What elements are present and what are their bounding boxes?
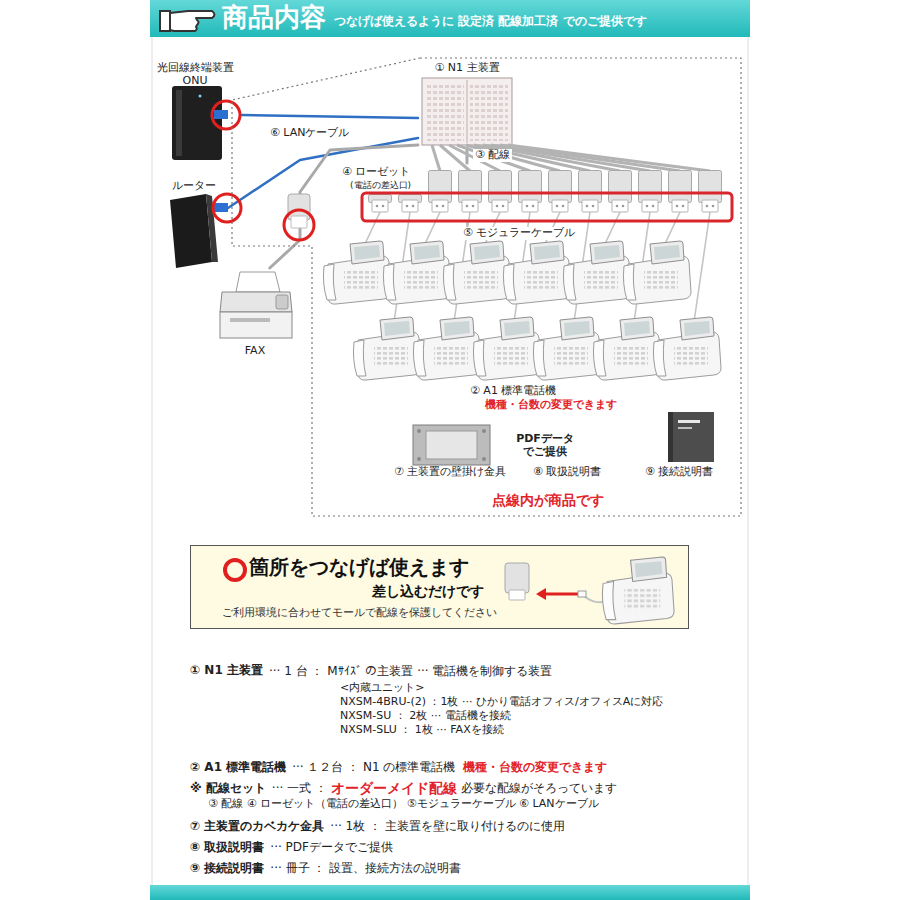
label-text: NXSM-SLU ： 1枚 ··· FAXを接続 bbox=[340, 724, 504, 737]
label-text: NXSM-SU ： 2枚 ··· 電話機を接続 bbox=[340, 710, 511, 723]
label-text: NXSM-4BRU-(2) ：1枚 ··· ひかり電話オフィス/オフィスAに対応 bbox=[340, 696, 663, 709]
box-text: ④ ローゼット bbox=[342, 166, 410, 179]
subtitle: つなげば使えるように 設定済 配線加工済 でのご提供です bbox=[334, 15, 647, 29]
box-text: ① N1 主装置 bbox=[418, 62, 516, 75]
dashed-border bbox=[232, 58, 741, 516]
box-text: 差し込むだけです bbox=[372, 583, 484, 599]
onu-device bbox=[172, 86, 240, 160]
box-text: (電話の差込口) bbox=[350, 180, 411, 190]
box-text: 点線内が商品です bbox=[492, 492, 604, 508]
label-text: ··· PDFデータでご提供 bbox=[270, 841, 393, 855]
manual-booklet bbox=[668, 412, 714, 462]
label-text: PDFデータ でご提供 bbox=[509, 433, 581, 458]
label-text: ⑦ 主装置の壁掛け金具 bbox=[394, 466, 506, 479]
label-text: ⑦ 主装置のカベカケ金具 bbox=[190, 820, 324, 834]
wall-bracket bbox=[413, 425, 490, 465]
phone-icon bbox=[578, 557, 674, 624]
circle-mark bbox=[225, 560, 245, 580]
label-text: ※ 配線セット bbox=[190, 782, 266, 796]
page-title: 商品内容 bbox=[222, 3, 326, 33]
product-scope-region: 点線内が商品です① N1 主装置④ ローゼット(電話の差込口)② A1 標準電話… bbox=[230, 56, 743, 518]
page-frame bbox=[150, 0, 750, 900]
box-text: FAX bbox=[214, 345, 296, 358]
header-bar bbox=[150, 0, 750, 37]
box-text: ご利用環境に合わせてモールで配線を保護してください bbox=[222, 607, 497, 620]
label-text: ··· 1 台 ： Mｻｲｽﾞ の主装置 ··· 電話機を制御する装置 bbox=[269, 665, 553, 679]
fax-box: FAX bbox=[214, 268, 296, 362]
pointing-hand-icon bbox=[160, 11, 215, 31]
label-text: ··· 1枚 ： 主装置を壁に取り付けるのに使用 bbox=[330, 820, 565, 834]
label-text: ⑧ 取扱説明書 bbox=[190, 841, 264, 855]
box-text: ルーター bbox=[160, 180, 228, 193]
cable-connector bbox=[270, 145, 418, 268]
rosette-group: ④ ローゼット(電話の差込口) bbox=[338, 163, 736, 223]
label-text: ⑨ 接続説明書 bbox=[190, 862, 264, 876]
main-unit-box: ① N1 主装置 bbox=[418, 62, 516, 148]
box-text: 機種・台数の変更できます bbox=[485, 399, 617, 412]
label-text: ③ 配線 ④ ローゼット（電話の差込口） ⑤モジュラーケーブル ⑥ LANケーブ… bbox=[208, 798, 599, 811]
label-text: ··· 一式 ： bbox=[272, 782, 327, 796]
box-text: 光回線終端装置 ONU bbox=[148, 62, 242, 87]
box-text: 箇所をつなげば使えます bbox=[249, 556, 469, 579]
router-box: ルーター bbox=[160, 178, 228, 268]
label-text: オーダーメイド配線 bbox=[331, 780, 457, 796]
box-text: ② A1 標準電話機 bbox=[470, 385, 556, 398]
onu-device-box: 光回線終端装置 ONU bbox=[148, 60, 242, 164]
cable-label: ⑥ LANケーブル bbox=[268, 127, 352, 140]
label-text: <内蔵ユニット> bbox=[340, 682, 424, 695]
modular-cables bbox=[364, 212, 710, 322]
rosette-icon bbox=[505, 563, 529, 600]
dashed-outline bbox=[230, 56, 743, 518]
label-text: ⑧ 取扱説明書 bbox=[533, 466, 601, 479]
telephones bbox=[323, 241, 721, 380]
footer-bar bbox=[150, 885, 750, 900]
label-text: ··· １２台 ： N1 の標準電話機 bbox=[292, 761, 455, 775]
label-text: ② A1 標準電話機 bbox=[190, 761, 286, 775]
insert-arrow bbox=[536, 588, 578, 600]
wiring bbox=[432, 145, 710, 171]
label-text: 必要な配線がそろっています bbox=[461, 782, 617, 796]
rosettes bbox=[362, 171, 732, 222]
label-text: ⑨ 接続説明書 bbox=[645, 466, 713, 479]
fax-machine bbox=[220, 272, 292, 338]
label-text: ··· 冊子 ： 設置、接続方法の説明書 bbox=[270, 862, 461, 876]
fax-rosette bbox=[284, 194, 314, 240]
cable-label: ⑤ モジュラーケーブル bbox=[461, 227, 577, 240]
cable-label: ③ 配線 bbox=[473, 149, 512, 162]
notice-box: 箇所をつなげば使えます差し込むだけですご利用環境に合わせてモールで配線を保護して… bbox=[190, 545, 689, 629]
cable-connector bbox=[242, 115, 418, 118]
label-text: 機種・台数の変更できます bbox=[463, 761, 607, 775]
main-unit bbox=[422, 78, 512, 145]
telephone-group: ② A1 標準電話機機種・台数の変更できます bbox=[312, 228, 736, 418]
router-device bbox=[170, 194, 241, 268]
label-text: ① N1 主装置 bbox=[190, 664, 263, 678]
